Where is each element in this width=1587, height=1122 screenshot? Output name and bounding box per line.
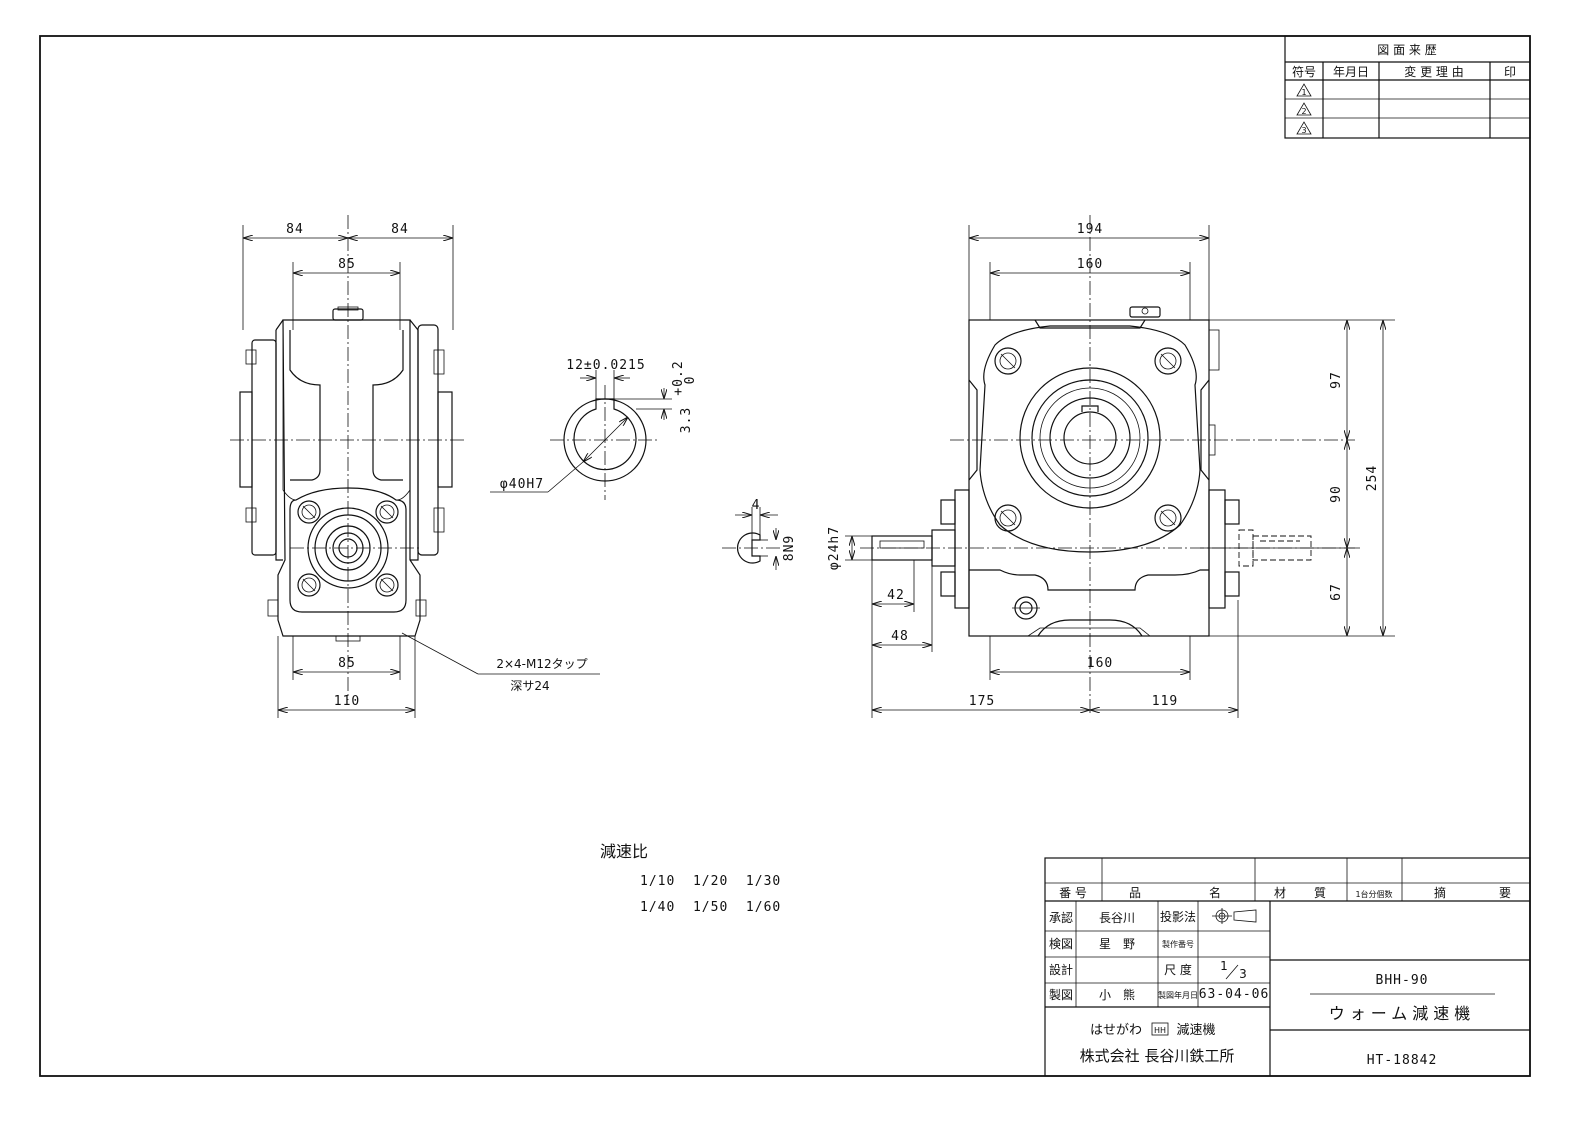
revision-header-symbol: 符号 [1292, 64, 1316, 79]
bolt-tl [297, 500, 321, 524]
brand-logo-icon [1151, 1022, 1169, 1036]
tb-draft-label: 製図 [1049, 988, 1073, 1002]
revision-table: 図 面 来 歴 符号 年月日 変 更 理 由 印 1 2 3 [1284, 35, 1531, 139]
tb-header-name-2: 名 [1209, 885, 1221, 900]
title-block: 番 号 品 名 材 質 1台分個数 摘 要 承認 長谷川 検図 星 野 設計 製… [1044, 857, 1531, 1077]
ratio-label: 減速比 [600, 842, 648, 861]
projection-symbol-icon [1212, 908, 1257, 924]
tb-approve-name: 長谷川 [1099, 911, 1135, 925]
svg-text:2: 2 [1301, 107, 1306, 116]
dim-left-110: 110 [334, 694, 360, 709]
tb-header-material-1: 材 [1274, 886, 1286, 900]
svg-text:3: 3 [1239, 967, 1247, 981]
dim-shaft-48: 48 [891, 629, 909, 644]
svg-text:3: 3 [1301, 126, 1306, 135]
bolt-tr [375, 500, 399, 524]
ratio-row-2: 1/40 1/50 1/60 [640, 900, 781, 915]
svg-text:1: 1 [1220, 959, 1228, 973]
tb-header-number: 番 号 [1059, 886, 1087, 900]
revision-symbol-1: 1 [1296, 83, 1312, 97]
dim-key-depth-tol-upper: +0.2 [671, 360, 686, 395]
tap-note: 2×4-M12タップ [496, 657, 587, 671]
reduction-ratios: 減速比 1/10 1/20 1/30 1/40 1/50 1/60 [600, 842, 781, 915]
dim-key-depth-tol-lower: 0 [683, 376, 698, 385]
tb-check-label: 検図 [1049, 937, 1073, 951]
dim-bore: φ40H7 [500, 477, 544, 492]
tb-header-qty: 1台分個数 [1355, 889, 1392, 899]
left-view: 84 84 85 85 110 2×4-M12タップ 深サ24 [230, 215, 600, 718]
revision-symbol-3: 3 [1296, 121, 1312, 135]
drain-plug [1012, 596, 1040, 620]
tb-projection-label: 投影法 [1160, 909, 1196, 924]
tb-header-name-1: 品 [1129, 886, 1141, 900]
tb-scale-value: 1 3 [1220, 959, 1247, 981]
hub-section-view: 12±0.0215 3.3 +0.2 0 φ40H7 [490, 358, 698, 500]
tb-manufacture-no-label: 製作番号 [1162, 939, 1194, 949]
tb-check-name: 星 野 [1099, 937, 1135, 951]
dim-shaft-dia: φ24h7 [827, 526, 842, 570]
bolt-front-tl [994, 347, 1022, 375]
tb-draft-name: 小 熊 [1099, 987, 1135, 1002]
revision-header-seal: 印 [1504, 65, 1516, 79]
dim-key-4: 4 [752, 498, 761, 513]
tb-header-remark-2: 要 [1499, 886, 1511, 900]
tb-product: ウォーム減速機 [1329, 1004, 1476, 1023]
bolt-bl [297, 573, 321, 597]
dim-key-8n9: 8N9 [782, 535, 797, 561]
dim-left-85-bottom: 85 [338, 656, 356, 671]
dim-height-254: 254 [1365, 465, 1380, 491]
tb-header-remark-1: 摘 [1434, 885, 1446, 900]
tb-model: BHH-90 [1376, 973, 1429, 988]
svg-text:HH: HH [1154, 1026, 1166, 1035]
revision-header-reason: 変 更 理 由 [1404, 64, 1463, 79]
tb-date: 63-04-06 [1199, 987, 1270, 1002]
bolt-front-br [1154, 504, 1182, 532]
shaft-key-view: 4 8N9 [722, 498, 797, 570]
revision-title: 図 面 来 歴 [1377, 43, 1436, 57]
dim-right-175: 175 [969, 694, 995, 709]
bolt-br [375, 573, 399, 597]
bolt-front-tr [1154, 347, 1182, 375]
tb-approve-label: 承認 [1049, 910, 1073, 925]
svg-text:減速機: 減速機 [1176, 1022, 1215, 1038]
tb-scale-label: 尺 度 [1164, 962, 1192, 977]
dim-key-width: 12±0.0215 [566, 358, 645, 373]
tb-date-label: 製図年月日 [1158, 990, 1198, 1000]
svg-text:はせがわ: はせがわ [1090, 1023, 1142, 1038]
sheet-border [39, 35, 1531, 1077]
svg-text:1: 1 [1301, 88, 1306, 97]
dim-right-194: 194 [1077, 222, 1103, 237]
dim-left-85-top: 85 [338, 257, 356, 272]
dim-shaft-42: 42 [887, 588, 905, 603]
dim-height-97: 97 [1329, 371, 1344, 389]
dim-right-119: 119 [1152, 694, 1178, 709]
dim-left-84b: 84 [391, 222, 409, 237]
tb-drawing-no: HT-18842 [1367, 1053, 1438, 1068]
tb-brand: はせがわ HH 減速機 [1090, 1022, 1216, 1038]
tb-design-label: 設計 [1049, 962, 1073, 977]
tb-header-material-2: 質 [1314, 885, 1326, 900]
ratio-row-1: 1/10 1/20 1/30 [640, 874, 781, 889]
dim-left-84a: 84 [286, 222, 304, 237]
tb-company: 株式会社 長谷川鉄工所 [1080, 1047, 1235, 1065]
dim-height-67: 67 [1329, 583, 1344, 601]
tap-depth-note: 深サ24 [510, 679, 549, 693]
revision-header-date: 年月日 [1333, 65, 1369, 79]
dim-height-90: 90 [1329, 485, 1344, 503]
revision-symbol-2: 2 [1296, 102, 1312, 116]
right-view: 194 160 160 175 119 42 48 φ24h7 97 90 67… [827, 215, 1395, 718]
dim-key-depth: 3.3 [679, 407, 694, 433]
dim-right-160-top: 160 [1077, 257, 1103, 272]
bolt-front-bl [994, 504, 1022, 532]
dim-right-160-bottom: 160 [1087, 656, 1113, 671]
